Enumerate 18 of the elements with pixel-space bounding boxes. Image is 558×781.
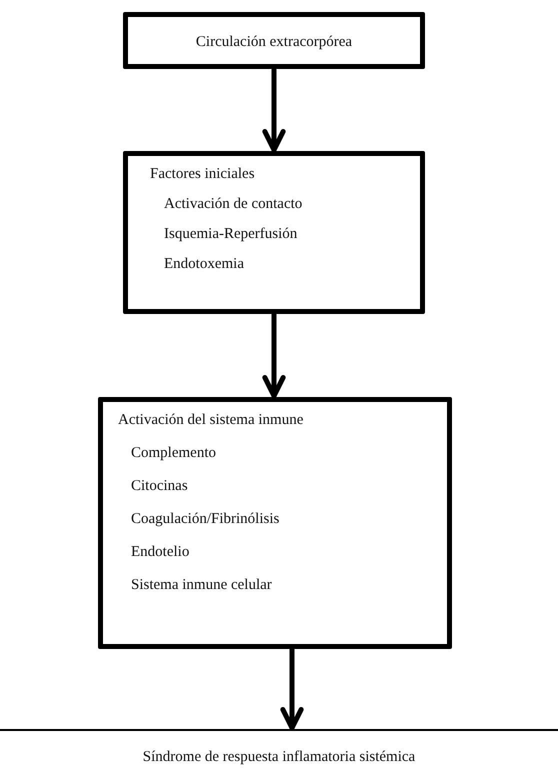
box-label: Síndrome de respuesta inflamatoria sistémica [142,749,416,766]
list-item: Complemento [131,445,216,462]
list-item: Endotelio [131,544,190,561]
list-item: Activación de contacto [164,196,302,213]
process-box [98,397,452,649]
box-heading: Factores iniciales [150,166,255,183]
list-item: Isquemia-Reperfusión [164,226,298,243]
arrow [262,69,286,152]
arrow [262,314,286,398]
box-label: Circulación extracorpórea [194,34,354,51]
box-heading: Activación del sistema inmune [118,412,304,429]
list-item: Endotoxemia [164,256,244,273]
list-item: Citocinas [131,478,188,495]
list-item: Coagulación/Fibrinólisis [131,511,280,528]
process-box [123,12,425,69]
list-item: Sistema inmune celular [131,577,272,594]
process-box [123,151,425,314]
arrow [280,649,304,730]
